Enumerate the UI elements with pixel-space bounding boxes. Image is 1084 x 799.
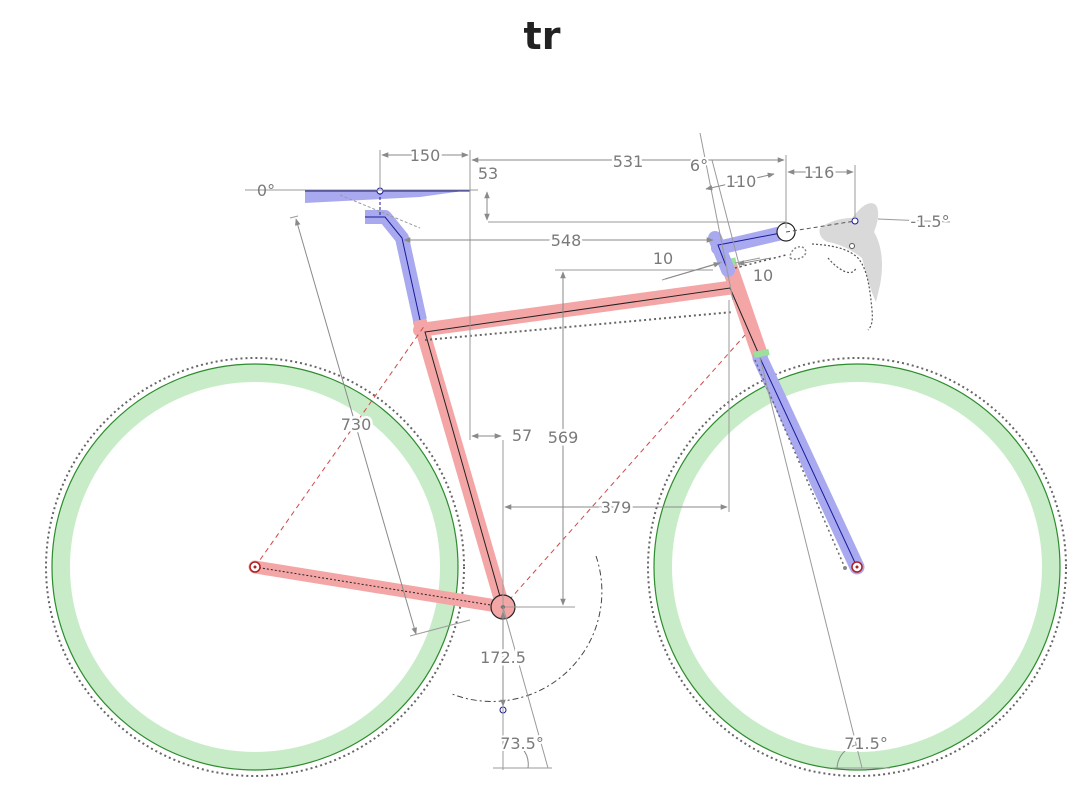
fork-center	[759, 357, 858, 568]
label-bar-angle: -1.5°	[910, 212, 949, 231]
label-saddle-angle: 0°	[257, 181, 275, 200]
label-stem-length: 110	[726, 172, 757, 191]
dimension-arrows	[295, 152, 854, 707]
crank-arc	[451, 555, 603, 702]
down-tube-dashed	[502, 334, 746, 608]
dimension-labels: 150 0° 53 531 6° 110 116 -1.5° 548 10 10…	[257, 144, 952, 756]
label-stack: 569	[548, 428, 579, 447]
rear-wheel-dotted-outline	[45, 357, 465, 777]
diagram-title: tr	[523, 14, 561, 58]
label-spacer-a: 10	[653, 249, 673, 268]
seatpost	[365, 210, 427, 322]
label-stack-diff: 548	[551, 231, 582, 250]
label-reach-to-bar: 531	[613, 152, 644, 171]
handlebar	[734, 203, 882, 331]
bar-extension-dotted	[734, 254, 787, 269]
label-head-angle: 71.5°	[844, 734, 888, 753]
angle-arcs	[521, 744, 857, 769]
label-reach: 379	[601, 498, 632, 517]
bar-reach-line	[785, 220, 856, 233]
frame	[248, 260, 768, 620]
rear-rim-outline	[51, 363, 459, 771]
frame-centerline	[424, 287, 761, 608]
saddle	[305, 190, 470, 203]
rear-axle-center	[253, 565, 257, 569]
saddle-clamp-point	[376, 187, 384, 195]
front-axle-alt	[843, 566, 847, 570]
label-crank-length: 172.5	[480, 648, 526, 667]
front-wheel-dotted-outline	[647, 357, 1067, 777]
label-bb-offset: 57	[512, 426, 532, 445]
drop-bar-dotted-b	[827, 257, 857, 273]
front-tire-band	[654, 364, 1060, 770]
drop-bar-alt	[789, 246, 807, 260]
label-seat-angle: 73.5°	[500, 734, 544, 753]
label-stem-angle: 6°	[690, 156, 708, 175]
rear-wheel	[45, 357, 465, 777]
virtual-top-tube	[424, 311, 734, 341]
hood-point-alt	[849, 243, 855, 249]
front-axle-center	[855, 565, 859, 569]
headset-bottom-cup	[753, 349, 770, 358]
label-saddle-drop: 53	[478, 164, 498, 183]
front-rim-outline	[653, 363, 1061, 771]
label-bar-reach: 116	[804, 163, 835, 182]
label-saddle-height: 730	[341, 415, 372, 434]
front-wheel	[647, 357, 1067, 777]
stem-center	[717, 231, 787, 267]
label-saddle-setback: 150	[410, 146, 441, 165]
label-spacer-b: 10	[753, 266, 773, 285]
components	[305, 187, 865, 575]
top-tube	[413, 280, 742, 337]
rear-tire-band	[52, 364, 458, 770]
head-tube	[722, 260, 768, 363]
chainstay-center	[254, 566, 504, 608]
hood-shape	[819, 203, 882, 302]
hood-point	[851, 217, 859, 225]
